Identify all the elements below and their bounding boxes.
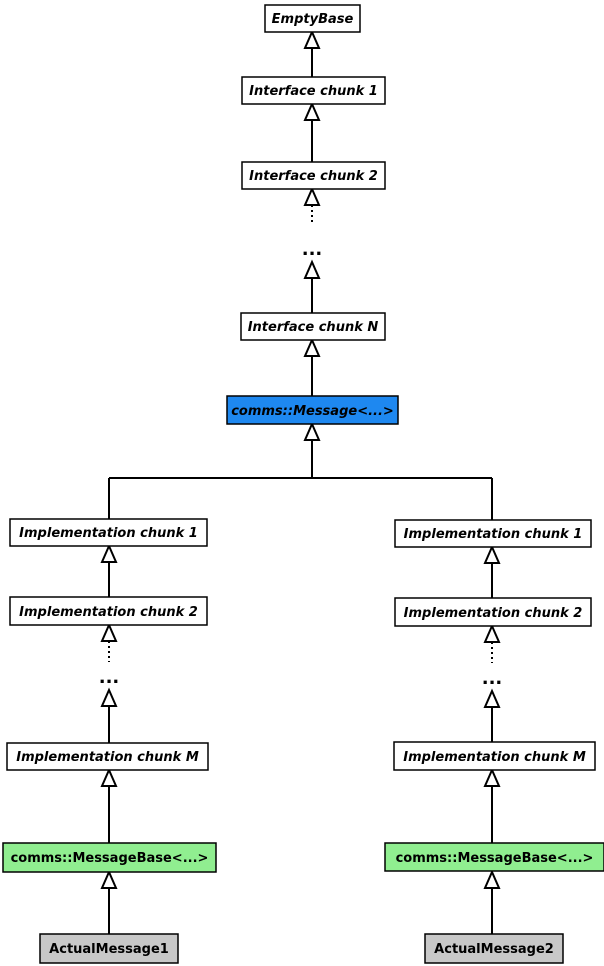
node-left-implementation-chunk-1-label: Implementation chunk 1	[19, 526, 198, 541]
node-actual-message-2: ActualMessage2	[424, 933, 564, 964]
arrowhead-interface-1	[303, 29, 321, 49]
node-left-message-base-label: comms::MessageBase<...>	[11, 851, 209, 866]
node-left-implementation-chunk-2-label: Implementation chunk 2	[19, 605, 198, 620]
node-right-implementation-chunk-m-label: Implementation chunk M	[403, 750, 586, 765]
node-right-message-base-label: comms::MessageBase<...>	[396, 851, 594, 866]
node-right-implementation-chunk-2-label: Implementation chunk 2	[404, 606, 583, 621]
arrowhead-left-message-base	[100, 767, 118, 787]
arrowhead-message	[303, 337, 321, 357]
node-right-message-base: comms::MessageBase<...>	[384, 842, 604, 872]
node-left-message-base: comms::MessageBase<...>	[2, 842, 217, 873]
node-left-implementation-chunk-m: Implementation chunk M	[6, 742, 209, 771]
node-right-implementation-chunk-1-label: Implementation chunk 1	[404, 527, 583, 542]
interface-ellipsis: ...	[302, 239, 323, 260]
arrowhead-left-actual	[100, 869, 118, 889]
arrowhead-split	[303, 421, 321, 441]
node-right-implementation-chunk-1: Implementation chunk 1	[394, 519, 592, 548]
node-empty-base-label: EmptyBase	[272, 12, 354, 27]
arrowhead-interface-n	[303, 259, 321, 279]
node-left-implementation-chunk-2: Implementation chunk 2	[9, 596, 208, 626]
node-empty-base: EmptyBase	[264, 4, 361, 33]
arrowhead-right-actual	[483, 869, 501, 889]
node-actual-message-1-label: ActualMessage1	[49, 942, 169, 957]
arrowhead-right-message-base	[483, 767, 501, 787]
node-interface-chunk-n-label: Interface chunk N	[248, 320, 379, 335]
arrowhead-left-dots	[100, 622, 118, 642]
node-actual-message-1: ActualMessage1	[39, 933, 179, 964]
node-actual-message-2-label: ActualMessage2	[434, 942, 554, 957]
node-interface-chunk-2: Interface chunk 2	[241, 161, 386, 190]
left-ellipsis: ...	[99, 667, 120, 688]
arrowhead-interface-dots	[303, 186, 321, 206]
node-left-implementation-chunk-m-label: Implementation chunk M	[16, 750, 199, 765]
arrowhead-right-dots	[483, 623, 501, 643]
node-right-implementation-chunk-2: Implementation chunk 2	[394, 597, 592, 627]
node-interface-chunk-1: Interface chunk 1	[241, 76, 386, 105]
node-left-implementation-chunk-1: Implementation chunk 1	[9, 518, 208, 547]
arrowhead-right-impl-m	[483, 688, 501, 708]
node-comms-message-label: comms::Message<...>	[231, 404, 394, 419]
node-interface-chunk-2-label: Interface chunk 2	[249, 169, 378, 184]
node-right-implementation-chunk-m: Implementation chunk M	[393, 741, 596, 771]
arrowhead-left-impl-2	[100, 543, 118, 563]
right-ellipsis: ...	[482, 668, 503, 689]
arrowhead-left-impl-m	[100, 687, 118, 707]
connectors	[108, 48, 493, 934]
node-interface-chunk-n: Interface chunk N	[240, 312, 386, 341]
node-interface-chunk-1-label: Interface chunk 1	[249, 84, 378, 99]
arrowheads	[100, 29, 501, 889]
arrowhead-interface-2	[303, 101, 321, 121]
node-comms-message: comms::Message<...>	[226, 395, 399, 425]
arrowhead-right-impl-2	[483, 544, 501, 564]
